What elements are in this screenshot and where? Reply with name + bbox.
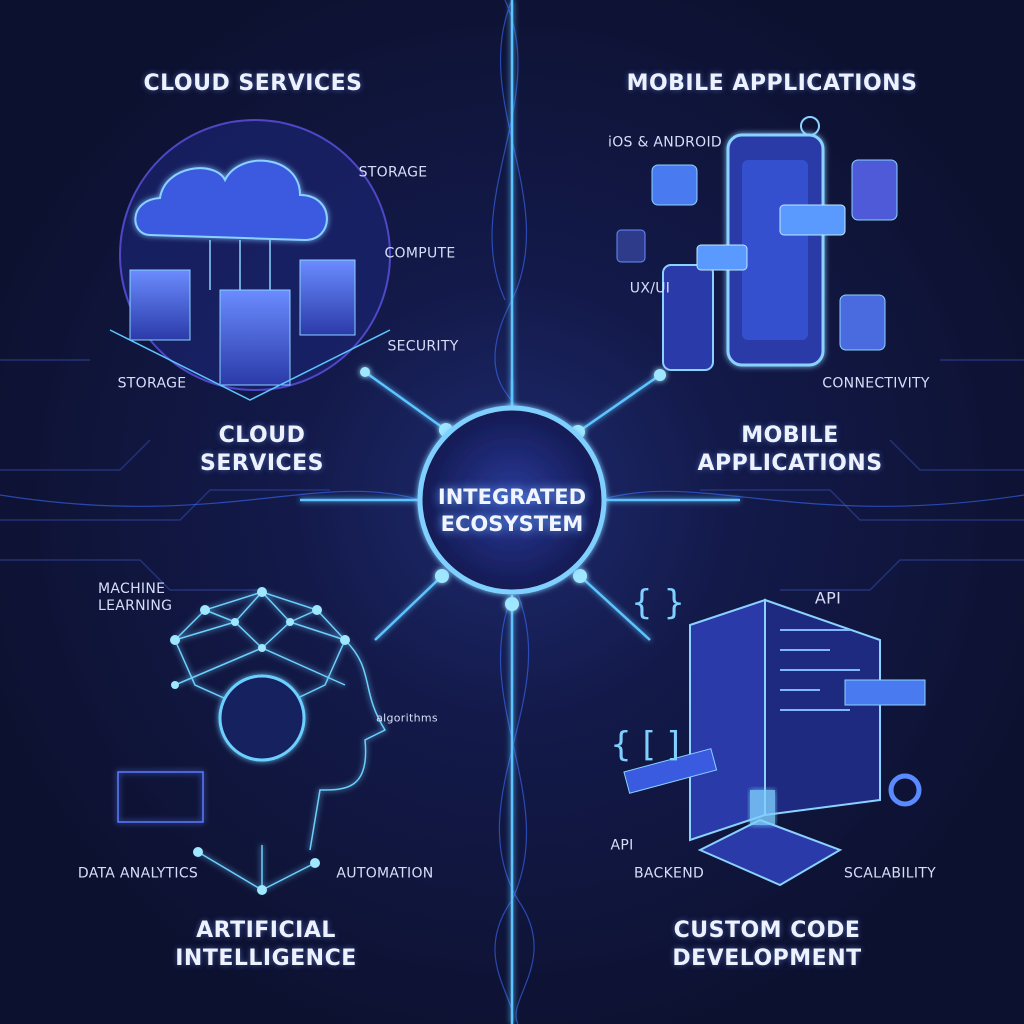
label-automation: AUTOMATION bbox=[336, 865, 434, 882]
connector-spokes bbox=[300, 0, 740, 1024]
cloud-services-title: CLOUD SERVICES bbox=[200, 422, 324, 478]
label-scalability: SCALABILITY bbox=[843, 865, 937, 882]
cloud-illustration bbox=[109, 119, 391, 401]
title-line: INTELLIGENCE bbox=[175, 946, 357, 971]
label-ux-ui: UX/UI bbox=[629, 280, 671, 297]
mobile-illustration bbox=[616, 116, 898, 371]
title-line: MOBILE bbox=[741, 423, 839, 448]
braces-icon: { } bbox=[630, 583, 686, 623]
ai-illustration bbox=[117, 590, 387, 891]
label-compute: COMPUTE bbox=[384, 245, 456, 262]
ai-nodes bbox=[170, 587, 350, 895]
center-line: INTEGRATED bbox=[437, 485, 587, 509]
artificial-intelligence-title: ARTIFICIAL INTELLIGENCE bbox=[175, 917, 357, 973]
label-api: API bbox=[814, 588, 842, 608]
label-backend: BACKEND bbox=[633, 865, 705, 882]
label-algorithms: algorithms bbox=[376, 711, 438, 725]
title-line: CUSTOM CODE bbox=[673, 918, 861, 943]
label-connectivity: CONNECTIVITY bbox=[822, 375, 930, 392]
custom-code-development-title: CUSTOM CODE DEVELOPMENT bbox=[672, 917, 861, 973]
circuit-lines bbox=[0, 359, 1024, 591]
code-illustration bbox=[623, 598, 926, 887]
integrated-ecosystem-title: INTEGRATED ECOSYSTEM bbox=[438, 484, 586, 538]
center-line: ECOSYSTEM bbox=[440, 512, 584, 536]
mobile-applications-title: MOBILE APPLICATIONS bbox=[697, 422, 882, 478]
label-line: MACHINE bbox=[98, 581, 166, 597]
title-line: APPLICATIONS bbox=[697, 451, 883, 476]
central-hub bbox=[417, 405, 607, 595]
cloud-services-header: CLOUD SERVICES bbox=[143, 71, 363, 96]
brackets-icon: { [ ] bbox=[610, 725, 680, 765]
label-storage-2: STORAGE bbox=[117, 375, 187, 392]
label-data-analytics: DATA ANALYTICS bbox=[77, 865, 199, 882]
title-line: CLOUD bbox=[218, 423, 306, 448]
label-api-2: API bbox=[610, 837, 634, 854]
title-line: SERVICES bbox=[199, 451, 325, 476]
label-storage: STORAGE bbox=[358, 164, 428, 181]
label-ios-android: iOS & ANDROID bbox=[608, 134, 722, 151]
label-machine-learning: MACHINE LEARNING bbox=[98, 581, 172, 615]
title-line: ARTIFICIAL bbox=[196, 918, 336, 943]
title-line: DEVELOPMENT bbox=[672, 946, 862, 971]
label-line: LEARNING bbox=[98, 598, 173, 614]
label-security: SECURITY bbox=[387, 338, 459, 355]
mobile-applications-header: MOBILE APPLICATIONS bbox=[626, 71, 918, 96]
